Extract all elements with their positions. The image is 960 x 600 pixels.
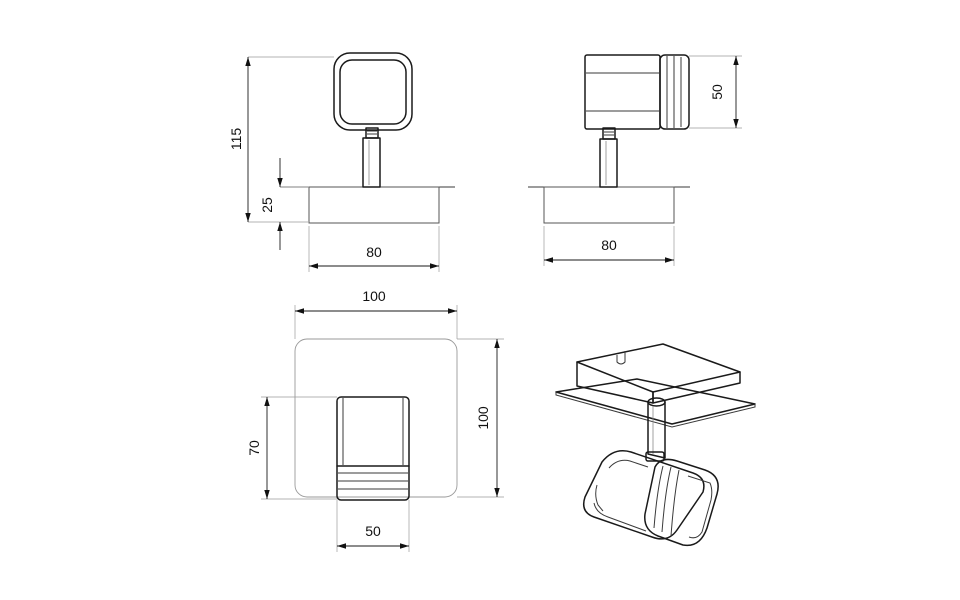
iso-head-body [582,450,705,540]
front-joint [365,127,379,139]
iso-canopy-right [652,371,741,404]
iso-keyhole [616,351,626,365]
front-head-outer [333,52,413,131]
side-head-cap [659,54,690,130]
isometric-view [555,343,756,547]
dim-label-front-width: 80 [366,244,382,260]
side-head-body [584,54,661,130]
front-view: 115 25 80 [228,52,455,272]
front-base-plate [308,186,440,224]
front-head-inner [339,59,407,125]
dim-label-height-total: 115 [228,128,244,151]
side-stem [599,138,618,188]
dim-label-head-length: 70 [246,440,262,456]
side-view: 50 80 [528,54,742,266]
top-plate [294,338,458,498]
side-joint [602,127,616,140]
dim-label-side-width: 80 [601,237,617,253]
dim-label-side-head-height: 50 [709,84,725,100]
top-head [336,396,410,501]
front-stem [362,137,381,188]
dim-label-base-height: 25 [259,197,275,213]
dim-label-plate-width: 100 [362,288,386,304]
side-base-plate [543,186,675,224]
iso-head-cap [644,458,719,547]
dim-label-plate-depth: 100 [475,406,491,430]
iso-stem [647,401,666,459]
top-view: 100 100 70 50 [246,288,504,552]
dim-label-head-width: 50 [365,523,381,539]
